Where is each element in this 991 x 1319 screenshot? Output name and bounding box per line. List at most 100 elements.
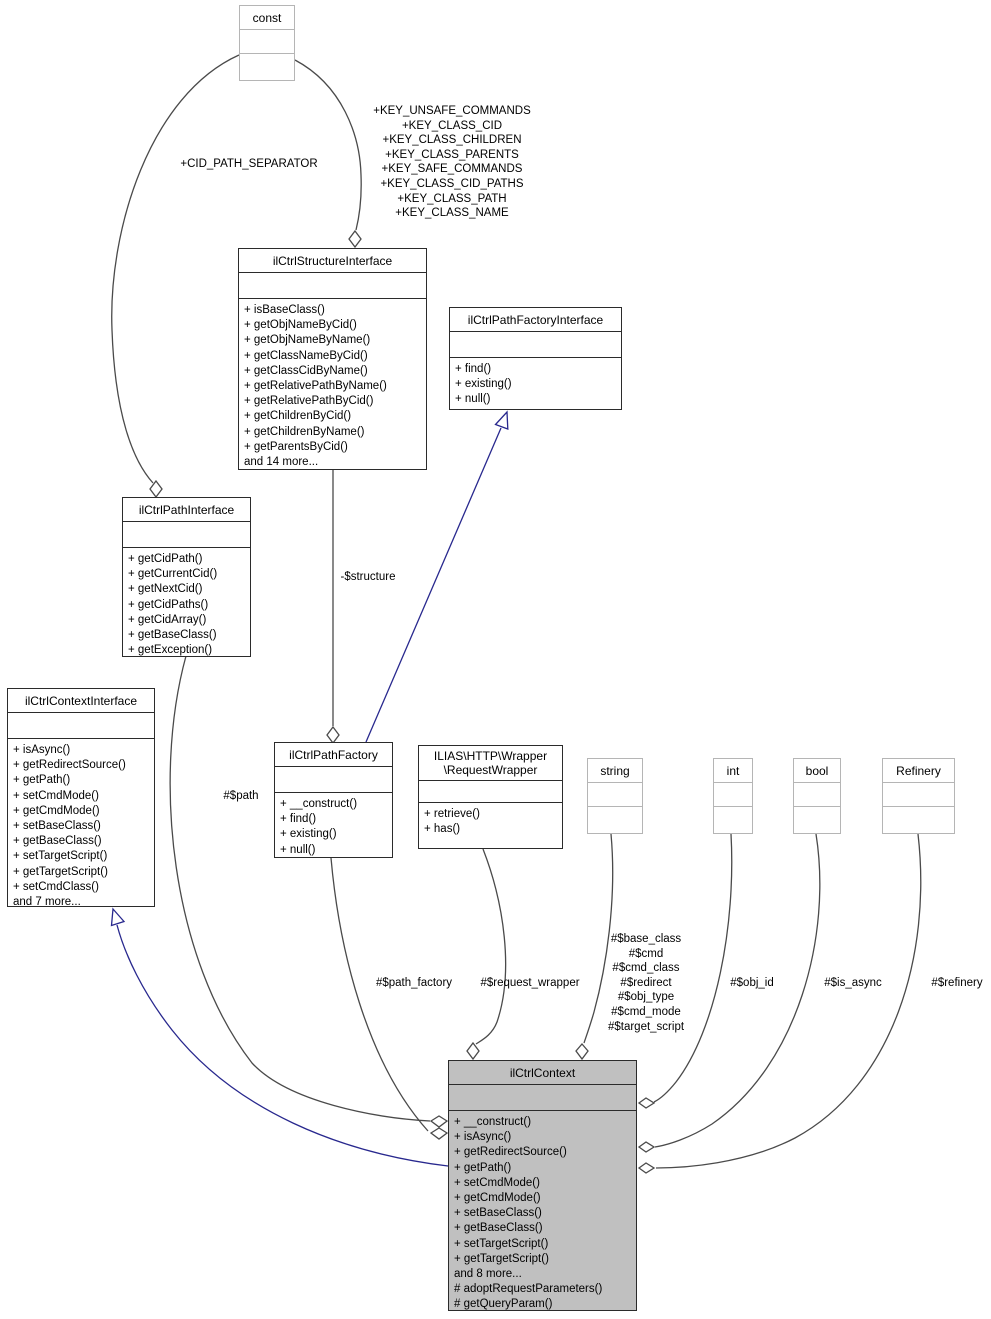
line: + setBaseClass()	[454, 1207, 542, 1220]
methods-compartment: + isBaseClass() + getObjNameByCid() + getO…	[239, 299, 426, 472]
class-title: ilCtrlStructureInterface	[239, 249, 426, 273]
class-node-ilctrlstructureinterface[interactable]: ilCtrlStructureInterface + isBaseClass()…	[238, 248, 427, 470]
line: + null()	[280, 843, 316, 856]
line: #$target_script	[607, 1020, 685, 1033]
line: + existing()	[280, 828, 337, 841]
line: +KEY_SAFE_COMMANDS	[381, 163, 523, 176]
class-node-ilctrlcontextinterface[interactable]: ilCtrlContextInterface + isAsync() + getR…	[7, 688, 155, 909]
line: +KEY_CLASS_CHILDREN	[382, 134, 522, 147]
line: + getObjNameByName()	[244, 334, 371, 347]
edge-label-request-wrapper: #$request_wrapper	[480, 977, 580, 989]
methods-compartment: + __construct()+ isAsync()+ getRedirectS…	[449, 1111, 636, 1315]
line: + getRedirectSource()	[13, 759, 126, 772]
edge-string-context	[583, 833, 614, 1044]
class-title: ilCtrlContext	[449, 1061, 636, 1085]
line: + getRelativePathByCid()	[244, 395, 374, 408]
attributes-compartment	[239, 273, 426, 299]
edge-pathfactory-context	[330, 857, 429, 1132]
line: +KEY_CLASS_PARENTS	[385, 148, 519, 161]
line: +KEY_CLASS_CID_PATHS	[380, 177, 524, 190]
arrow-contextinterface	[110, 907, 126, 927]
class-node-ilctrlpathfactory[interactable]: ilCtrlPathFactory + __construct()+ find(…	[274, 742, 393, 858]
attributes-compartment	[275, 767, 392, 793]
line: + setCmdMode()	[13, 789, 99, 802]
line: +KEY_UNSAFE_COMMANDS	[373, 105, 531, 117]
line: + retrieve()	[424, 808, 480, 820]
diamond-context-pathfactory	[429, 1127, 449, 1140]
line: + find()	[280, 813, 317, 826]
line: + getObjNameByCid()	[244, 319, 357, 332]
line: + existing()	[455, 378, 512, 391]
line: + getBaseClass()	[13, 835, 102, 848]
line: + isBaseClass()	[244, 304, 325, 316]
line: + getCmdMode()	[13, 804, 100, 817]
edge-requestwrapper-context	[475, 848, 507, 1045]
line: + getRedirectSource()	[454, 1146, 567, 1159]
edge-pathfactory-inherits	[365, 427, 502, 743]
diamond-context-string	[575, 1043, 589, 1061]
line: \RequestWrapper	[443, 763, 538, 777]
line: and 14 more...	[244, 456, 319, 469]
diamond-context-path	[429, 1115, 449, 1128]
edge-label-cid-path-separator: +CID_PATH_SEPARATOR	[180, 158, 318, 170]
line: + isAsync()	[13, 744, 71, 756]
arrow-pathfactoryinterface	[494, 410, 509, 430]
class-node-ilctrlcontext[interactable]: ilCtrlContext + __construct()+ isAsync()…	[448, 1060, 637, 1311]
line: + __construct()	[280, 798, 358, 810]
class-title: Refinery	[883, 759, 954, 783]
attributes-compartment	[123, 522, 250, 548]
class-title: ilCtrlContextInterface	[8, 689, 154, 713]
attributes-compartment	[419, 781, 562, 803]
attributes-compartment	[714, 783, 752, 807]
line: + getNextCid()	[128, 583, 203, 596]
class-title: ILIAS\HTTP\Wrapper\RequestWrapper	[419, 746, 562, 781]
diamond-context-refinery	[637, 1162, 656, 1174]
class-title: bool	[794, 759, 840, 783]
edge-int-context	[653, 833, 733, 1103]
class-title: const	[240, 6, 294, 30]
line: ILIAS\HTTP\Wrapper	[433, 749, 548, 763]
edge-context-inherits	[116, 924, 449, 1167]
class-title: string	[588, 759, 642, 783]
line: #$cmd_class	[612, 962, 680, 975]
class-node-refinery: Refinery	[882, 758, 955, 834]
class-node-requestwrapper[interactable]: ILIAS\HTTP\Wrapper\RequestWrapper + retr…	[418, 745, 563, 849]
class-node-ilctrlpathinterface[interactable]: ilCtrlPathInterface + getCidPath()+ getC…	[122, 497, 251, 657]
class-title: ilCtrlPathInterface	[123, 498, 250, 522]
class-node-ilctrlpathfactoryinterface[interactable]: ilCtrlPathFactoryInterface + find()+ exi…	[449, 307, 622, 410]
attributes-compartment	[883, 783, 954, 807]
line: + __construct()	[454, 1116, 532, 1128]
edge-label-obj-id: #$obj_id	[730, 977, 774, 989]
attributes-compartment	[588, 783, 642, 807]
line: # adoptRequestParameters()	[454, 1283, 603, 1296]
line: + has()	[424, 823, 461, 836]
line: and 8 more...	[454, 1268, 522, 1281]
diamond-context-requestwrapper	[466, 1041, 480, 1061]
line: + getClassNameByCid()	[244, 349, 368, 362]
class-node-bool: bool	[793, 758, 841, 834]
line: + getCmdMode()	[454, 1192, 541, 1205]
line: + getRelativePathByName()	[244, 380, 387, 393]
line: and 7 more...	[13, 896, 81, 909]
edge-label-refinery: #$refinery	[931, 977, 983, 989]
edge-label-is-async: #$is_async	[824, 977, 882, 989]
class-node-int: int	[713, 758, 753, 834]
attributes-compartment	[450, 332, 621, 358]
methods-compartment	[794, 807, 840, 833]
edge-bool-context	[654, 833, 821, 1148]
class-node-const: const	[239, 5, 295, 81]
line: + getTargetScript()	[13, 865, 108, 878]
line: # getQueryParam()	[454, 1298, 553, 1311]
methods-compartment	[883, 807, 954, 833]
diamond-structureinterface	[348, 229, 362, 249]
edge-label-structure: -$structure	[340, 571, 396, 583]
methods-compartment: + __construct() + find() + existing() + nul…	[275, 793, 392, 860]
line: + getBaseClass()	[128, 629, 217, 642]
attributes-compartment	[240, 30, 294, 54]
line: + null()	[455, 393, 491, 406]
edge-const-pathinterface	[111, 54, 240, 484]
line: + getChildrenByName()	[244, 425, 365, 438]
line: #$cmd_mode	[611, 1005, 681, 1018]
line: + setCmdMode()	[454, 1176, 540, 1189]
